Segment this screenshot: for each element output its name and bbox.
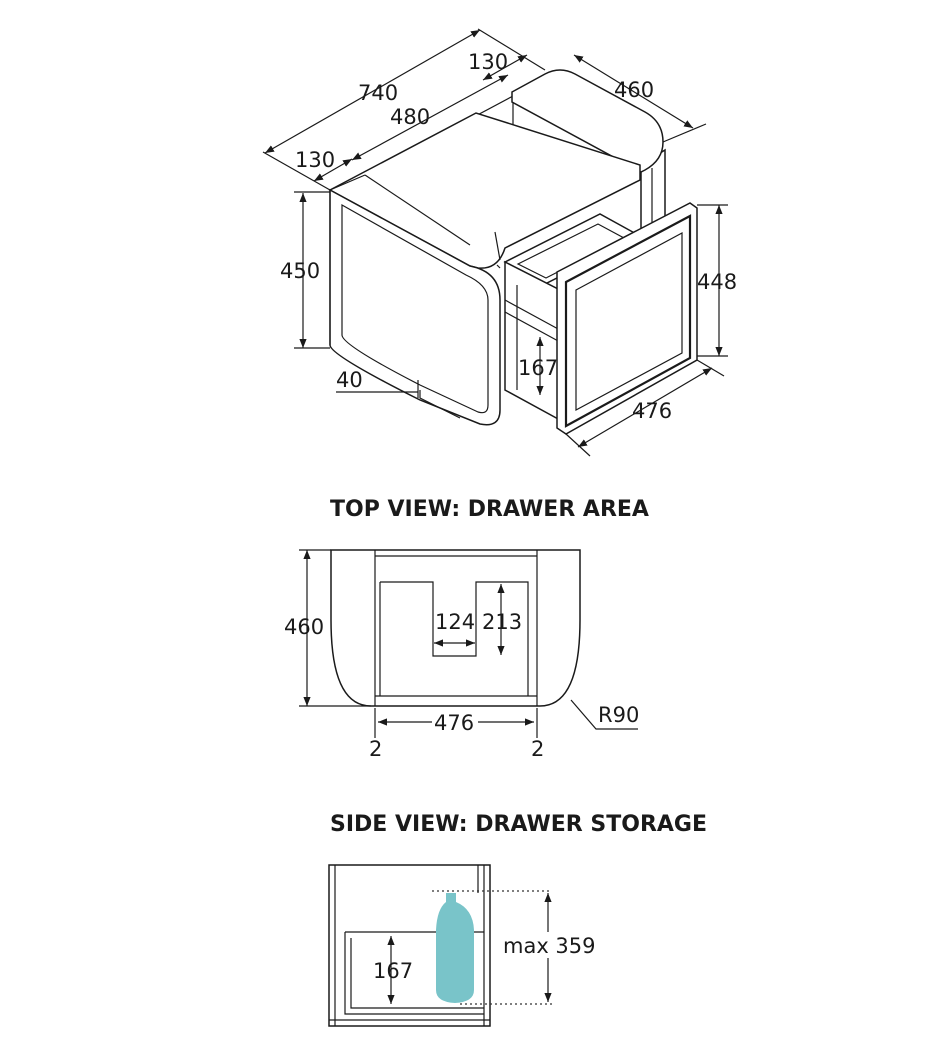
dim-130-left-line xyxy=(313,158,353,182)
side-dim-359-label: max 359 xyxy=(503,934,596,958)
top-dim-gap-right: 2 xyxy=(531,737,544,761)
dim-476-iso-line xyxy=(577,367,713,448)
side-dim-359-label-bg xyxy=(502,932,596,958)
drawer-side-line-2 xyxy=(504,311,561,343)
dim-460-ext xyxy=(662,123,707,143)
left-panel-inset xyxy=(341,203,489,414)
top-view-drawer-cutout xyxy=(379,581,529,696)
dim-480-label: 480 xyxy=(390,105,430,129)
dim-130-right-label: 130 xyxy=(468,50,508,74)
top-dim-460-label: 460 xyxy=(284,615,324,639)
dim-740-ext-right xyxy=(477,28,546,71)
top-view: TOP VIEW: DRAWER AREA 460 124 213 476 2 … xyxy=(284,497,649,761)
dim-460-label: 460 xyxy=(614,78,654,102)
dim-480-line xyxy=(351,74,509,161)
left-top-inner xyxy=(364,174,471,246)
dim-476-iso-label: 476 xyxy=(632,399,672,423)
dim-740-ext-left xyxy=(262,151,331,191)
isometric-view: 740 130 480 130 460 450 448 167 476 xyxy=(262,28,737,457)
top-radius-leader xyxy=(570,699,638,730)
dim-450-label: 450 xyxy=(280,259,320,283)
dim-167-iso-label: 167 xyxy=(518,356,558,380)
dim-130-left-label: 130 xyxy=(295,148,335,172)
top-dim-476-label: 476 xyxy=(434,711,474,735)
drawer-side xyxy=(504,260,561,422)
top-radius-label: R90 xyxy=(598,703,639,727)
dim-476-ext-left xyxy=(565,433,591,457)
left-panel-front xyxy=(329,188,501,426)
dim-40-label: 40 xyxy=(336,368,363,392)
left-top-back xyxy=(329,174,366,191)
dim-460-line xyxy=(573,54,694,129)
drawer-front-face xyxy=(564,214,692,428)
left-top-corner xyxy=(496,264,501,269)
panel-join xyxy=(494,231,501,261)
top-dim-gap-left: 2 xyxy=(369,737,382,761)
side-view: SIDE VIEW: DRAWER STORAGE 167 max 359 xyxy=(328,812,707,1027)
top-dim-213-label: 213 xyxy=(482,610,522,634)
bottle-icon xyxy=(436,893,474,1003)
top-dim-476-label-bg xyxy=(432,710,478,734)
side-view-heading: SIDE VIEW: DRAWER STORAGE xyxy=(330,812,707,837)
side-view-outline xyxy=(328,864,491,1027)
dim-740-label: 740 xyxy=(358,81,398,105)
top-view-heading: TOP VIEW: DRAWER AREA xyxy=(330,497,649,522)
drawer-side-line xyxy=(504,299,561,331)
dim-448-label: 448 xyxy=(697,270,737,294)
top-dim-124-label: 124 xyxy=(435,610,475,634)
plinth-edge xyxy=(419,390,461,419)
dim-476-ext-right xyxy=(696,359,725,377)
top-view-outline xyxy=(330,549,581,707)
side-dim-167-label: 167 xyxy=(373,959,413,983)
drawer-front-inset xyxy=(575,231,683,412)
